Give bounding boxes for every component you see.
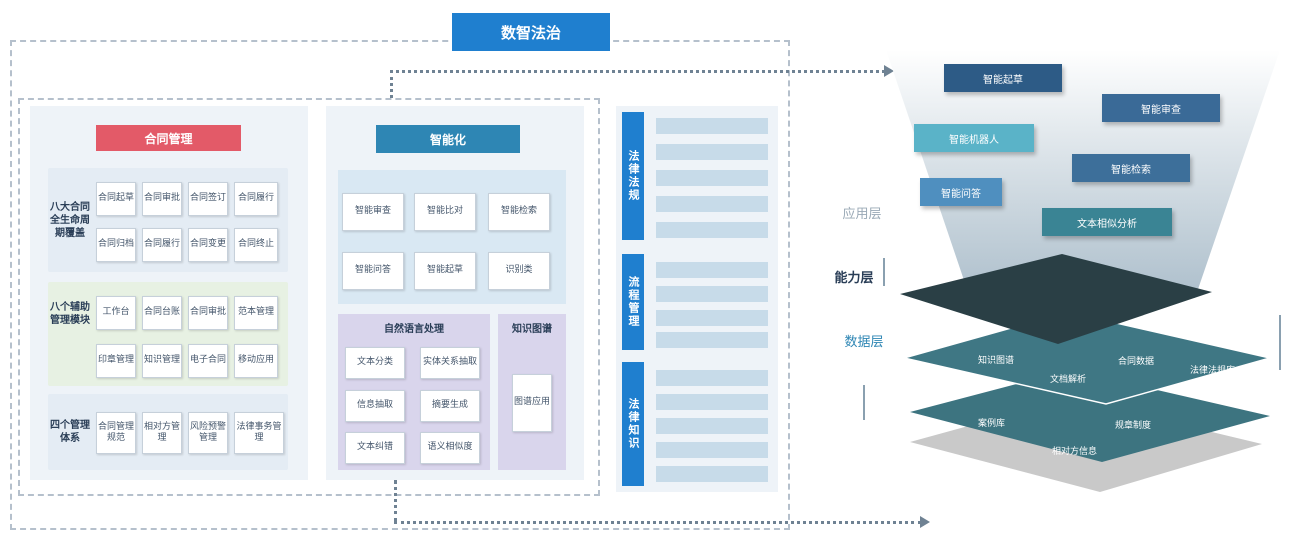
side-item[interactable] — [656, 286, 768, 302]
plane-label: 文档解析 — [1050, 373, 1086, 385]
side-section-label: 法律法规 — [622, 112, 644, 240]
app-tag: 文本相似分析 — [1042, 208, 1172, 236]
nlp-cell[interactable]: 语义相似度 — [420, 432, 480, 464]
nlp-cell[interactable]: 文本纠错 — [345, 432, 405, 464]
nlp-cell[interactable]: 信息抽取 — [345, 390, 405, 422]
nlp-cell[interactable]: 实体关系抽取 — [420, 347, 480, 379]
side-section-label: 法律知识 — [622, 362, 644, 486]
auxiliary-cell[interactable]: 合同台账 — [142, 296, 182, 330]
lifecycle-cell[interactable]: 合同签订 — [188, 182, 228, 216]
intelligence-cell[interactable]: 智能检索 — [488, 193, 550, 231]
side-item[interactable] — [656, 196, 768, 212]
plane-label: 相对方信息 — [1052, 445, 1097, 457]
nlp-header: 自然语言处理 — [384, 323, 444, 335]
side-item[interactable] — [656, 466, 768, 482]
arrow-bottom-icon — [920, 516, 930, 528]
layer-label-capability: 能力层 — [834, 270, 874, 286]
auxiliary-group-label: 八个辅助管理模块 — [50, 302, 90, 326]
contract-management-header: 合同管理 — [96, 125, 241, 151]
app-tag: 智能审查 — [1102, 94, 1220, 122]
side-item[interactable] — [656, 170, 768, 186]
connector-bottom-horizontal — [394, 521, 921, 524]
plane-label: 合同数据 — [1118, 355, 1154, 367]
side-item[interactable] — [656, 394, 768, 410]
connector-top-horizontal — [390, 70, 885, 73]
layer-label-application: 应用层 — [842, 206, 882, 222]
plane-label: 知识图谱 — [978, 354, 1014, 366]
side-item[interactable] — [656, 144, 768, 160]
intelligence-header: 智能化 — [376, 125, 520, 153]
nlp-cell[interactable]: 文本分类 — [345, 347, 405, 379]
intelligence-cell[interactable]: 智能比对 — [414, 193, 476, 231]
side-section-label: 流程管理 — [622, 254, 644, 350]
data-plane-bottom — [910, 370, 1270, 462]
side-item[interactable] — [656, 370, 768, 386]
intelligence-cell[interactable]: 智能审查 — [342, 193, 404, 231]
lifecycle-cell[interactable]: 合同审批 — [142, 182, 182, 216]
system-cell[interactable]: 相对方管理 — [142, 412, 182, 454]
intelligence-cell[interactable]: 识别类 — [488, 252, 550, 290]
inner-dashed-frame — [18, 98, 600, 496]
plane-label: 法律法规库 — [1190, 364, 1235, 376]
capability-plane — [900, 254, 1212, 344]
plane-label: 案例库 — [978, 417, 1005, 429]
lifecycle-cell[interactable]: 合同变更 — [188, 228, 228, 262]
connector-bottom-vertical — [394, 480, 397, 522]
knowledge-graph-header: 知识图谱 — [512, 323, 552, 335]
app-tag: 智能检索 — [1072, 154, 1190, 182]
system-cell[interactable]: 合同管理规范 — [96, 412, 136, 454]
lifecycle-cell[interactable]: 合同起草 — [96, 182, 136, 216]
side-item[interactable] — [656, 262, 768, 278]
app-tag: 智能起草 — [944, 64, 1062, 92]
lifecycle-cell[interactable]: 合同归档 — [96, 228, 136, 262]
connector-top-vertical — [390, 70, 393, 98]
side-item[interactable] — [656, 442, 768, 458]
lifecycle-cell[interactable]: 合同终止 — [234, 228, 278, 262]
auxiliary-cell[interactable]: 知识管理 — [142, 344, 182, 378]
arrow-top-icon — [884, 65, 894, 77]
auxiliary-cell[interactable]: 合同审批 — [188, 296, 228, 330]
side-item[interactable] — [656, 418, 768, 434]
nlp-cell[interactable]: 摘要生成 — [420, 390, 480, 422]
intelligence-cell[interactable]: 智能起草 — [414, 252, 476, 290]
system-cell[interactable]: 风险预警管理 — [188, 412, 228, 454]
layer-label-data: 数据层 — [844, 334, 884, 350]
auxiliary-cell[interactable]: 电子合同 — [188, 344, 228, 378]
lifecycle-group-label: 八大合同全生命周期覆盖 — [50, 201, 90, 239]
auxiliary-cell[interactable]: 印章管理 — [96, 344, 136, 378]
lifecycle-cell[interactable]: 合同履行 — [142, 228, 182, 262]
system-cell[interactable]: 法律事务管理 — [234, 412, 284, 454]
side-item[interactable] — [656, 222, 768, 238]
outer-dashed-frame — [10, 40, 790, 530]
side-item[interactable] — [656, 118, 768, 134]
app-tag: 智能机器人 — [914, 124, 1034, 152]
side-item[interactable] — [656, 332, 768, 348]
auxiliary-cell[interactable]: 范本管理 — [234, 296, 278, 330]
diagram-title: 数智法治 — [452, 13, 610, 51]
system-group-label: 四个管理体系 — [50, 420, 90, 444]
app-tag: 智能问答 — [920, 178, 1002, 206]
side-item[interactable] — [656, 310, 768, 326]
layer-stack-illustration: 知识图谱 文档解析 合同数据 法律法规库 案例库 规章制度 相对方信息 — [863, 50, 1281, 492]
auxiliary-cell[interactable]: 工作台 — [96, 296, 136, 330]
plane-label: 规章制度 — [1115, 419, 1151, 431]
knowledge-graph-cell[interactable]: 图谱应用 — [512, 374, 552, 432]
lifecycle-cell[interactable]: 合同履行 — [234, 182, 278, 216]
intelligence-cell[interactable]: 智能问答 — [342, 252, 404, 290]
auxiliary-cell[interactable]: 移动应用 — [234, 344, 278, 378]
